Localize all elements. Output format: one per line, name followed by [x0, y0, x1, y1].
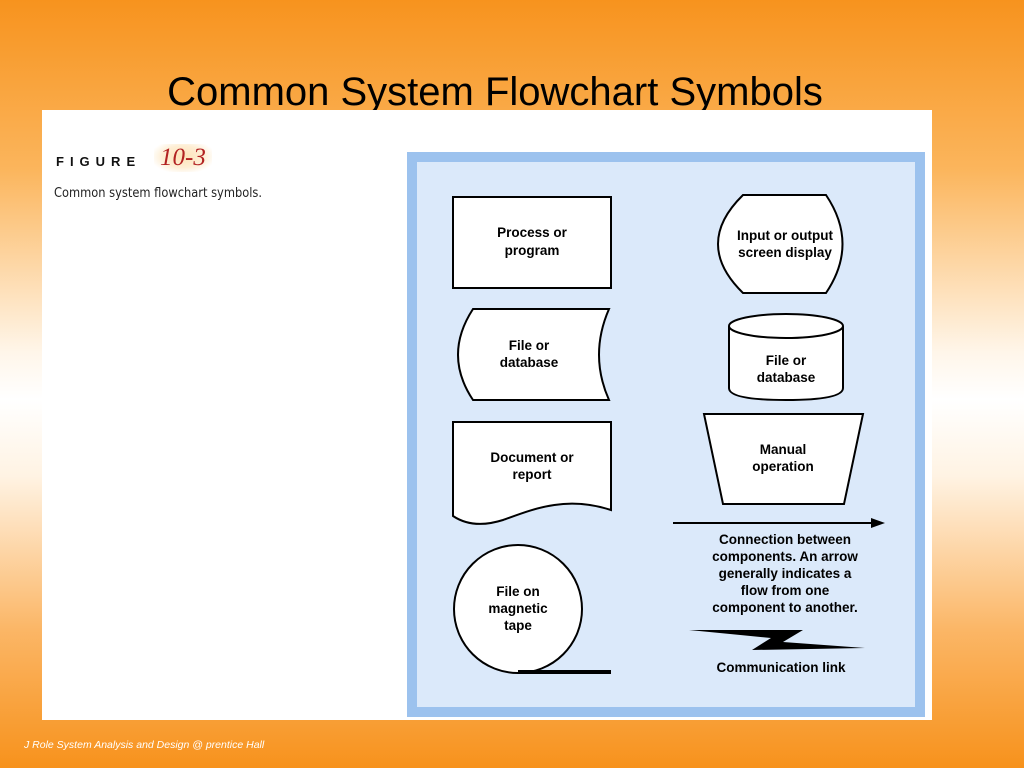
io-screen-symbol: Input or output screen display	[717, 194, 844, 294]
file-database-symbol-cylinder: File or database	[728, 313, 844, 402]
figure-label: FIGURE	[56, 154, 142, 169]
manual-label-line1: Manual	[760, 442, 807, 457]
figure-panel: FIGURE 10-3 Common system flowchart symb…	[42, 110, 932, 720]
communication-link-symbol	[689, 630, 865, 650]
connection-line2: components. An arrow	[712, 549, 858, 564]
magnetic-tape-symbol: File on magnetic tape	[453, 544, 611, 674]
tape-label-line3: tape	[504, 618, 532, 633]
connection-line3: generally indicates a	[719, 566, 852, 581]
connection-description: Connection between components. An arrow …	[712, 532, 858, 615]
io-screen-label-line1: Input or output	[737, 228, 833, 243]
file-right-label-line1: File or	[766, 353, 807, 368]
connection-line5: component to another.	[712, 600, 858, 615]
process-symbol: Process or program	[452, 196, 612, 289]
slide-footer: J Role System Analysis and Design @ pren…	[24, 739, 265, 751]
file-left-label-line2: database	[500, 355, 559, 370]
file-database-symbol-left: File or database	[457, 308, 611, 401]
document-symbol: Document or report	[452, 421, 612, 525]
document-label-line2: report	[512, 467, 552, 482]
process-label-line1: Process or	[497, 225, 568, 240]
tape-label-line2: magnetic	[488, 601, 548, 616]
slide-title: Common System Flowchart Symbols	[167, 70, 823, 114]
connection-arrow-symbol	[673, 518, 885, 528]
figure-caption: Common system flowchart symbols.	[54, 186, 263, 201]
connection-line1: Connection between	[719, 532, 851, 547]
communication-link-label: Communication link	[716, 660, 846, 675]
connection-line4: flow from one	[741, 583, 830, 598]
file-left-label-line1: File or	[509, 338, 550, 353]
document-label-line1: Document or	[490, 450, 574, 465]
file-right-label-line2: database	[757, 370, 816, 385]
manual-operation-symbol: Manual operation	[702, 413, 865, 505]
figure-number: 10-3	[154, 144, 212, 172]
process-label-line2: program	[505, 243, 560, 258]
io-screen-label-line2: screen display	[738, 245, 832, 260]
flowchart-symbols-diagram: Process or program Input or output scree…	[407, 152, 925, 717]
manual-label-line2: operation	[752, 459, 814, 474]
tape-label-line1: File on	[496, 584, 540, 599]
